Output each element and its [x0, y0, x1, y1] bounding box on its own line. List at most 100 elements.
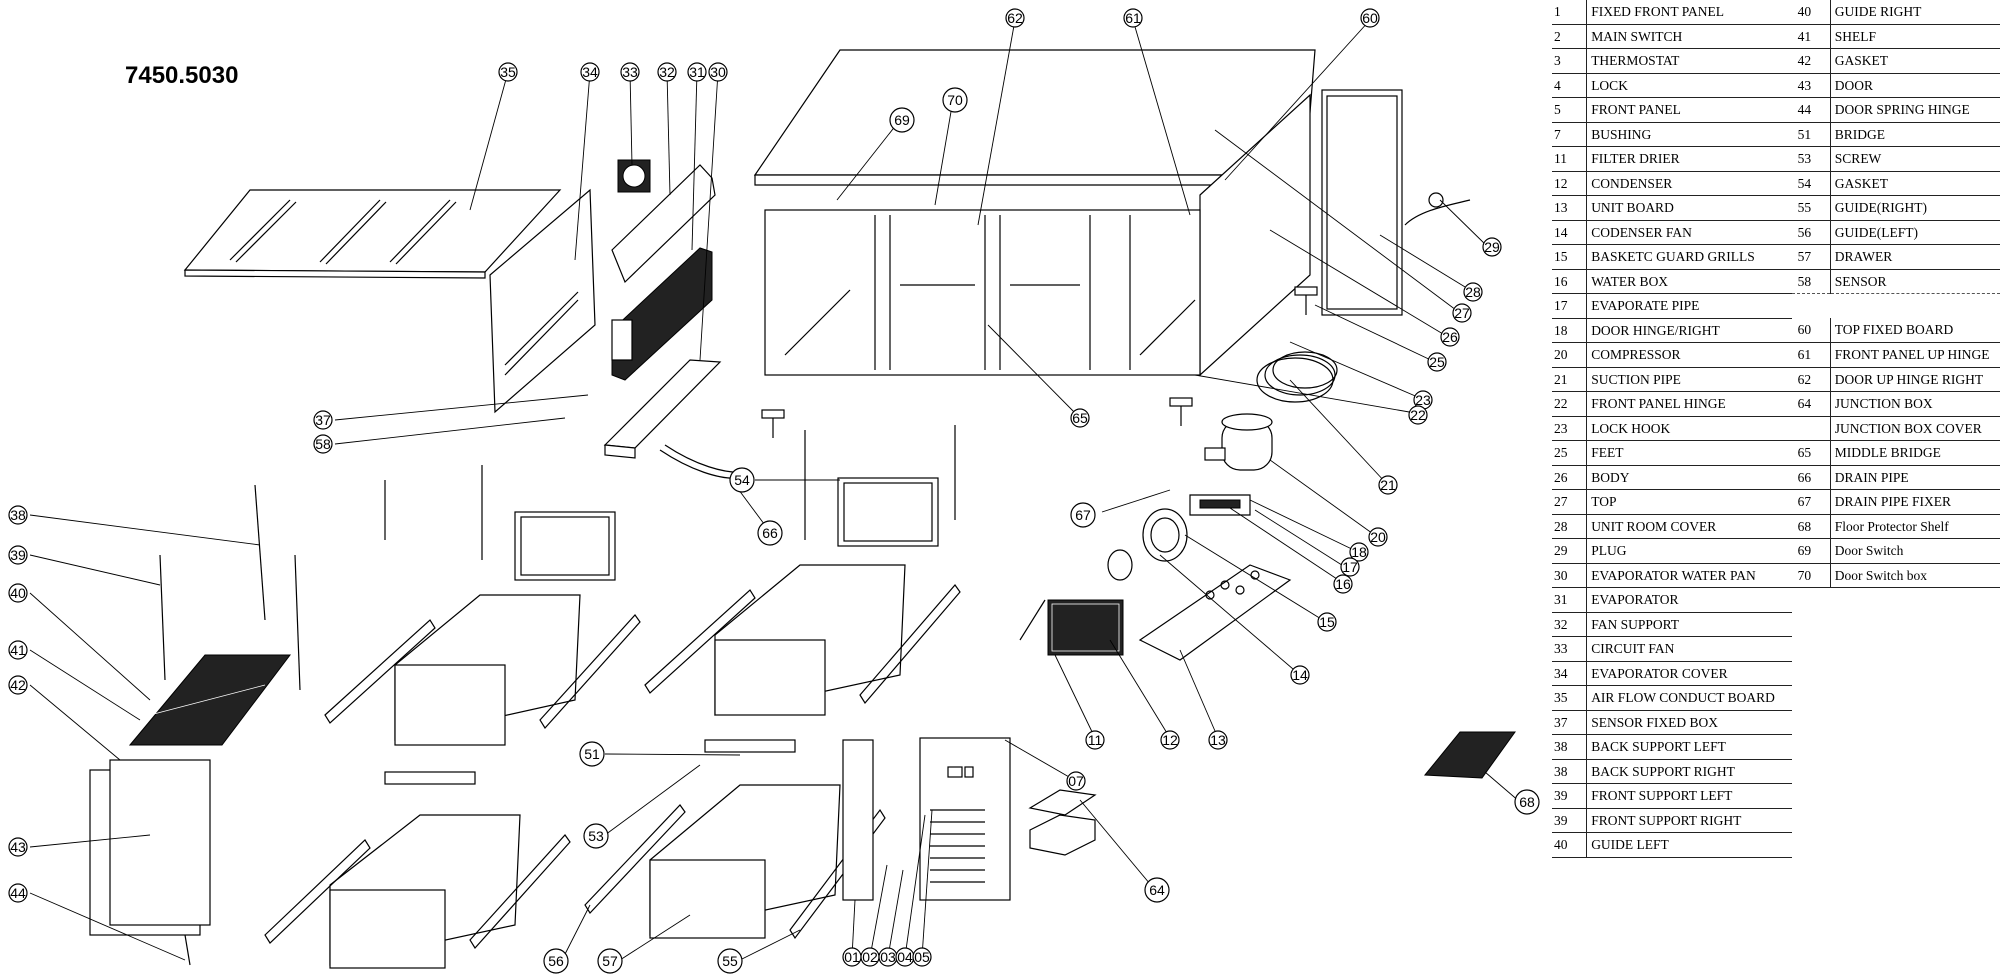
part-number: 56 [1791, 220, 1831, 245]
part-number: 55 [1791, 195, 1831, 221]
svg-text:14: 14 [1292, 667, 1308, 683]
callout-33: 33 [620, 62, 640, 82]
plug [1404, 192, 1471, 226]
callout-01: 01 [842, 947, 862, 967]
part-number: 37 [1552, 710, 1587, 735]
part-number: 69 [1791, 538, 1831, 564]
part-name [1830, 784, 2000, 809]
svg-text:23: 23 [1415, 392, 1431, 408]
callout-29: 29 [1482, 237, 1502, 257]
part-name: TOP [1586, 489, 1792, 515]
part-number: 15 [1552, 244, 1587, 270]
svg-text:42: 42 [10, 677, 26, 693]
svg-text:22: 22 [1410, 407, 1426, 423]
svg-text:62: 62 [1007, 10, 1023, 26]
part-number [1792, 637, 1831, 662]
callout-21: 21 [1378, 475, 1398, 495]
part-number: 5 [1552, 97, 1587, 123]
part-name: GUIDE RIGHT [1829, 0, 2000, 25]
callout-44: 44 [8, 883, 28, 903]
part-name: FRONT PANEL [1586, 97, 1792, 123]
shelf-grid [128, 484, 301, 746]
callout-20: 20 [1368, 527, 1388, 547]
callout-31: 31 [687, 62, 707, 82]
part-name: EVAPORATE PIPE [1586, 293, 1792, 319]
part-name: JUNCTION BOX [1829, 391, 2000, 417]
front-panel-control [842, 737, 1011, 901]
svg-text:61: 61 [1125, 10, 1141, 26]
part-number: 41 [1791, 24, 1831, 49]
svg-text:21: 21 [1380, 477, 1396, 493]
part-name: LOCK HOOK [1586, 416, 1792, 441]
part-name: DRAWER [1829, 244, 2000, 270]
part-name [1830, 759, 2000, 784]
callout-41: 41 [8, 640, 28, 660]
callout-28: 28 [1463, 282, 1483, 302]
part-name: FRONT PANEL UP HINGE [1829, 342, 2000, 368]
svg-text:02: 02 [862, 949, 878, 965]
part-name: SHELF [1829, 24, 2000, 49]
svg-text:28: 28 [1465, 284, 1481, 300]
evaporator-cover [489, 188, 596, 414]
part-number [1792, 612, 1831, 637]
svg-text:65: 65 [1072, 410, 1088, 426]
svg-text:53: 53 [588, 828, 604, 844]
svg-text:03: 03 [880, 949, 896, 965]
part-number: 30 [1552, 563, 1587, 588]
svg-text:44: 44 [10, 885, 26, 901]
part-name: Door Switch [1829, 538, 2000, 564]
part-number [1792, 710, 1831, 735]
part-name: AIR FLOW CONDUCT BOARD [1586, 685, 1792, 711]
callout-23: 23 [1413, 390, 1433, 410]
air-flow-conduct-board [183, 189, 562, 279]
part-name [1830, 588, 2000, 613]
part-number: 42 [1791, 48, 1831, 74]
callout-40: 40 [8, 583, 28, 603]
svg-text:25: 25 [1429, 354, 1445, 370]
part-number: 70 [1791, 563, 1831, 588]
part-number: 66 [1791, 465, 1831, 490]
part-number [1792, 661, 1831, 686]
callout-17: 17 [1340, 557, 1360, 577]
svg-text:13: 13 [1210, 732, 1226, 748]
callout-42: 42 [8, 675, 28, 695]
part-name: UNIT ROOM COVER [1586, 514, 1792, 539]
part-name: EVAPORATOR WATER PAN [1586, 563, 1792, 588]
drawer-assembly-3 [264, 771, 571, 969]
part-name: JUNCTION BOX COVER [1829, 416, 2000, 441]
callout-32: 32 [657, 62, 677, 82]
part-name: DOOR SPRING HINGE [1829, 97, 2000, 123]
junction-box [1028, 789, 1097, 856]
callout-07: 07 [1066, 771, 1086, 791]
part-number: 35 [1552, 685, 1587, 711]
drawer-assembly-4 [584, 739, 886, 940]
part-name: MIDDLE BRIDGE [1829, 440, 2000, 466]
svg-text:38: 38 [10, 507, 26, 523]
part-number: 53 [1791, 146, 1831, 172]
part-number: 43 [1791, 73, 1831, 98]
part-number [1792, 735, 1831, 760]
part-number: 31 [1552, 587, 1587, 613]
part-name: FEET [1586, 440, 1792, 466]
part-name: CIRCUIT FAN [1586, 636, 1792, 662]
svg-text:15: 15 [1319, 614, 1335, 630]
svg-text:05: 05 [914, 949, 930, 965]
callout-13: 13 [1208, 730, 1228, 750]
svg-text:60: 60 [1362, 10, 1378, 26]
